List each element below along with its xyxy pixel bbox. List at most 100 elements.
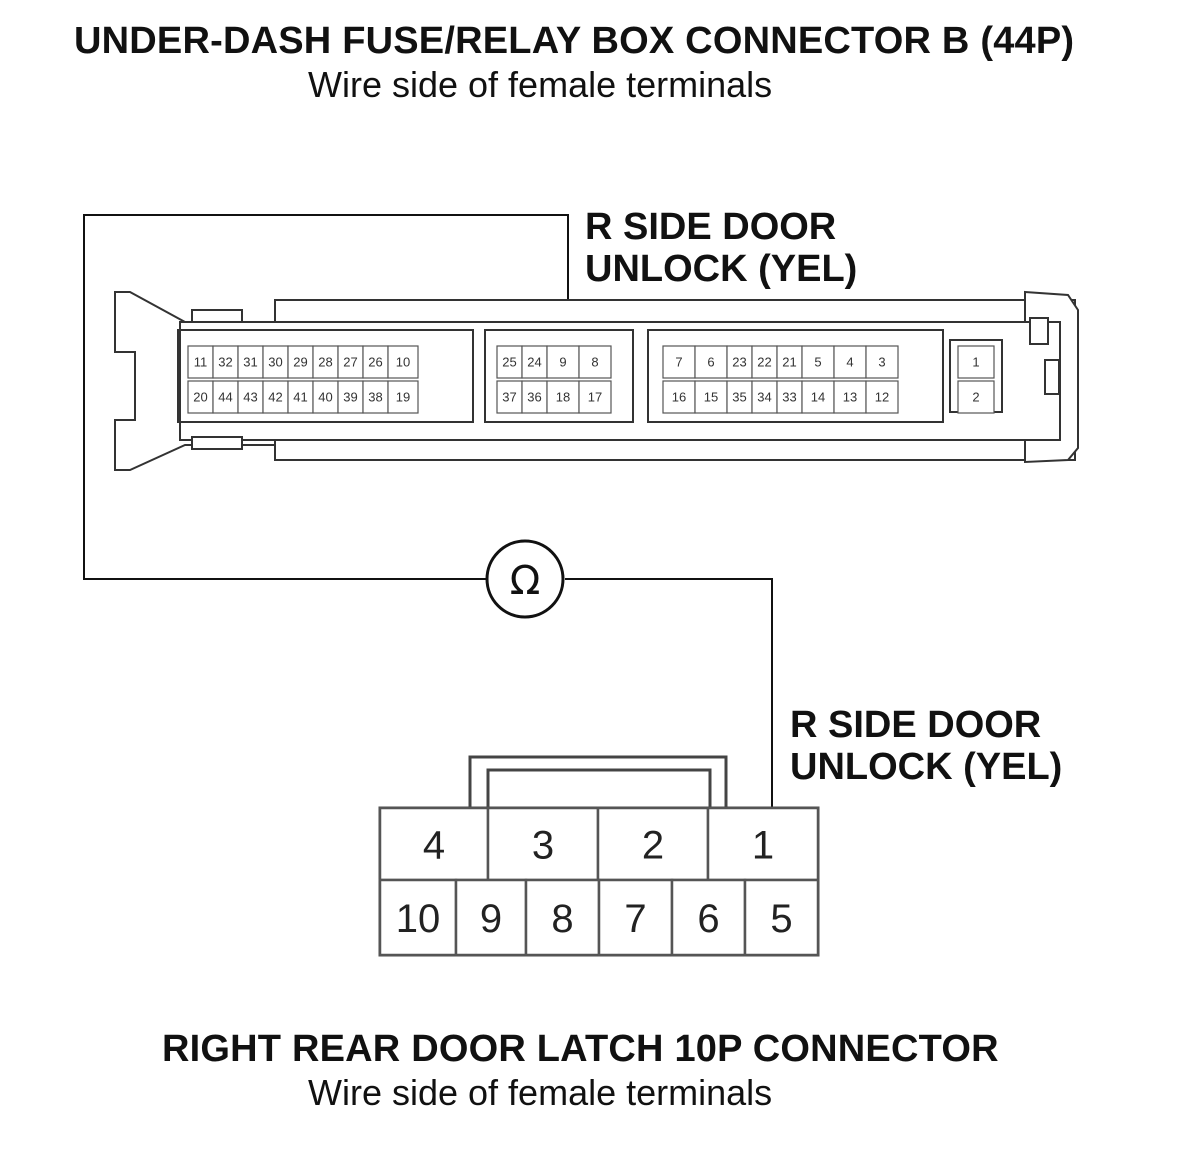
connector-b-pin-9: 9: [546, 345, 580, 379]
connector-b-pin-23-label: 23: [732, 355, 746, 370]
latch-pin-4-label: 4: [423, 823, 445, 867]
connector-b-pin-21: 21: [776, 345, 803, 379]
latch-connector-subtitle: Wire side of female terminals: [308, 1072, 773, 1113]
connector-b-pin-5-label: 5: [814, 355, 821, 370]
latch-pin-10-label: 10: [396, 897, 441, 941]
connector-b-pin-18-label: 18: [556, 390, 570, 405]
latch-pin-7: 7: [597, 878, 674, 957]
connector-b-pin-40: 40: [312, 380, 339, 414]
connector-b-pin-43-label: 43: [243, 390, 257, 405]
connector-b-pin-10-label: 10: [396, 355, 410, 370]
connector-b-pin-16: 16: [662, 380, 696, 414]
connector-b-pin-7: 7: [662, 345, 696, 379]
connector-b-pin-15: 15: [694, 380, 728, 414]
ohm-symbol: Ω: [510, 558, 541, 604]
callout-connector-b: R SIDE DOOR UNLOCK (YEL): [585, 206, 857, 290]
connector-b-pin-13: 13: [833, 380, 867, 414]
connector-b-pin-5: 5: [801, 345, 835, 379]
connector-b-pin-16-label: 16: [672, 390, 686, 405]
connector-b-pin-11: 11: [187, 345, 214, 379]
latch-pin-7-label: 7: [624, 897, 646, 941]
connector-b-pin-37-label: 37: [502, 390, 516, 405]
connector-b-pin-12-label: 12: [875, 390, 889, 405]
connector-b-pin-36-label: 36: [527, 390, 541, 405]
connector-b-pin-33-label: 33: [782, 390, 796, 405]
connector-b-pin-32-label: 32: [218, 355, 232, 370]
latch-connector-title: RIGHT REAR DOOR LATCH 10P CONNECTOR: [162, 1028, 999, 1070]
connector-b-pin-31-label: 31: [243, 355, 257, 370]
latch-pin-6-label: 6: [697, 897, 719, 941]
latch-pin-1-label: 1: [752, 823, 774, 867]
test-wire-top: [83, 214, 569, 580]
connector-b-pin-33: 33: [776, 380, 803, 414]
connector-b-pin-22: 22: [751, 345, 778, 379]
connector-b-pin-41-label: 41: [293, 390, 307, 405]
connector-b-subtitle: Wire side of female terminals: [308, 64, 773, 105]
connector-b-pin-25-label: 25: [502, 355, 516, 370]
connector-b-title: UNDER-DASH FUSE/RELAY BOX CONNECTOR B (4…: [74, 20, 1075, 62]
connector-b-pin-28: 28: [312, 345, 339, 379]
connector-b-pin-26-label: 26: [368, 355, 382, 370]
latch-pin-3-label: 3: [532, 823, 554, 867]
connector-b-pin-36: 36: [521, 380, 548, 414]
connector-b-pin-7-label: 7: [675, 355, 682, 370]
connector-b-pin-4: 4: [833, 345, 867, 379]
connector-b-pin-37: 37: [496, 380, 523, 414]
connector-b-pin-17-label: 17: [588, 390, 602, 405]
connector-b-pin-18: 18: [546, 380, 580, 414]
latch-pin-5-label: 5: [770, 897, 792, 941]
connector-b-pin-10: 10: [387, 345, 419, 379]
connector-b-pin-35-label: 35: [732, 390, 746, 405]
connector-b-pin-30: 30: [262, 345, 289, 379]
connector-b-pin-29-label: 29: [293, 355, 307, 370]
connector-b-pin-24: 24: [521, 345, 548, 379]
latch-pin-2: 2: [596, 806, 710, 882]
connector-b-pin-6: 6: [694, 345, 728, 379]
connector-b-pin-38: 38: [362, 380, 389, 414]
connector-b-pin-26: 26: [362, 345, 389, 379]
connector-b-pin-1-label: 1: [972, 355, 979, 370]
connector-b-pin-44-label: 44: [218, 390, 232, 405]
connector-b-blocks: [177, 329, 1003, 423]
connector-b-pin-39-label: 39: [343, 390, 357, 405]
connector-b-pin-34: 34: [751, 380, 778, 414]
latch-pin-8-label: 8: [551, 897, 573, 941]
connector-b-pin-27: 27: [337, 345, 364, 379]
connector-b-pin-34-label: 34: [757, 390, 771, 405]
connector-b-pin-31: 31: [237, 345, 264, 379]
connector-b-pin-21-label: 21: [782, 355, 796, 370]
ohmmeter-icon: Ω: [485, 539, 565, 619]
callout-latch: R SIDE DOOR UNLOCK (YEL): [790, 704, 1062, 788]
connector-b-pin-2: 2: [957, 380, 995, 414]
callout-latch-line2: UNLOCK (YEL): [790, 746, 1063, 788]
latch-pin-9-label: 9: [480, 897, 502, 941]
test-wire-bottom: [565, 578, 773, 808]
connector-b-pin-17: 17: [578, 380, 612, 414]
connector-b-pin-35: 35: [726, 380, 753, 414]
connector-b-pin-41: 41: [287, 380, 314, 414]
connector-b-pin-8: 8: [578, 345, 612, 379]
connector-b-pin-39: 39: [337, 380, 364, 414]
latch-pin-6: 6: [670, 878, 747, 957]
latch-pin-8: 8: [524, 878, 601, 957]
connector-b-pin-13-label: 13: [843, 390, 857, 405]
connector-b-pin-8-label: 8: [591, 355, 598, 370]
latch-pin-4: 4: [378, 806, 490, 882]
connector-b-pin-28-label: 28: [318, 355, 332, 370]
connector-b-pin-23: 23: [726, 345, 753, 379]
connector-b-pin-25: 25: [496, 345, 523, 379]
connector-b-pin-19-label: 19: [396, 390, 410, 405]
connector-b-pin-19: 19: [387, 380, 419, 414]
connector-b-pin-15-label: 15: [704, 390, 718, 405]
connector-b-pin-29: 29: [287, 345, 314, 379]
latch-pin-3: 3: [486, 806, 600, 882]
connector-b-pin-43: 43: [237, 380, 264, 414]
connector-b-pin-2-label: 2: [972, 390, 979, 405]
connector-b-pin-12: 12: [865, 380, 899, 414]
connector-b-pin-22-label: 22: [757, 355, 771, 370]
connector-b-pin-11-label: 11: [194, 355, 208, 370]
connector-b-pin-30-label: 30: [268, 355, 282, 370]
connector-b-pin-6-label: 6: [707, 355, 714, 370]
